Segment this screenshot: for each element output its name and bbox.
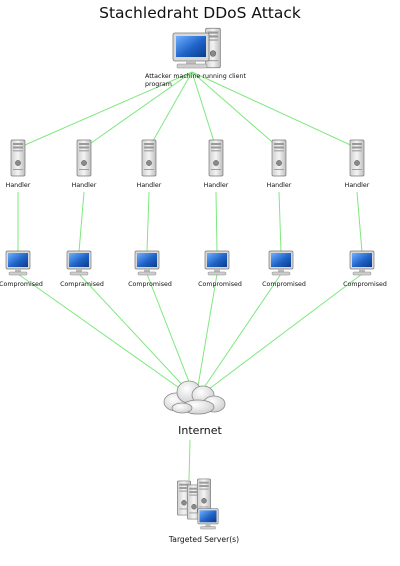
compromised-label: Compromised (198, 281, 242, 288)
link-compromised-internet-2 (78, 273, 190, 393)
link-handler-compromised-5 (278, 191, 282, 253)
handler-label: Handler (204, 182, 229, 189)
handler-label: Handler (345, 182, 370, 189)
compromised-monitor-icon (349, 250, 375, 276)
compromised-4: Compromised (198, 250, 242, 288)
targeted-servers-icon (176, 478, 219, 530)
compromised-label: Compromised (262, 281, 306, 288)
compromised-label: Compromised (0, 281, 43, 288)
link-handler-compromised-2 (78, 191, 85, 253)
attacker-label-line1: Attacker machine running client (145, 73, 247, 80)
link-compromised-internet-6 (204, 273, 363, 393)
compromised-3: Compromised (128, 250, 172, 288)
compromised-monitor-icon (5, 250, 31, 276)
compromised-6: Compromised (343, 250, 387, 288)
link-attacker-handler-2 (83, 71, 193, 149)
handler-server-icon (10, 139, 26, 177)
handler-5: Handler (267, 139, 292, 189)
link-compromised-internet-3 (146, 273, 194, 393)
handler-server-icon (76, 139, 92, 177)
link-attacker-handler-6 (191, 71, 358, 149)
handler-label: Handler (137, 182, 162, 189)
compromised-label: Compramised (60, 281, 104, 288)
handler-6: Handler (345, 139, 370, 189)
attacker-label-line2: program (145, 81, 172, 88)
target-label: Targeted Server(s) (168, 535, 239, 544)
handler-2: Handler (72, 139, 97, 189)
compromised-label: Compromised (128, 281, 172, 288)
attacker-monitor-icon (172, 32, 210, 69)
link-attacker-handler-4 (191, 71, 217, 149)
connection-lines (17, 71, 363, 481)
handler-label: Handler (6, 182, 31, 189)
compromised-label: Compromised (343, 281, 387, 288)
handler-server-icon (349, 139, 365, 177)
link-attacker-handler-5 (191, 71, 280, 149)
compromised-2: Compramised (60, 250, 104, 288)
diagram-title: Stachledraht DDoS Attack (99, 4, 301, 22)
link-handler-compromised-4 (215, 191, 218, 253)
handler-server-icon (141, 139, 157, 177)
compromised-monitor-icon (268, 250, 294, 276)
link-compromised-internet-1 (17, 273, 186, 393)
handler-label: Handler (72, 182, 97, 189)
compromised-monitor-icon (134, 250, 160, 276)
handler-label: Handler (267, 182, 292, 189)
handler-row: Handler Handler Handler Handler Handler Handl… (6, 139, 370, 189)
compromised-1: Compromised (0, 250, 43, 288)
compromised-row: Compromised Compramised Compromised Comprom… (0, 250, 387, 288)
link-compromised-internet-5 (200, 273, 282, 393)
handler-server-icon (271, 139, 287, 177)
compromised-monitor-icon (204, 250, 230, 276)
internet-cloud-icon (163, 380, 226, 415)
link-handler-compromised-6 (356, 191, 363, 253)
handler-server-icon (208, 139, 224, 177)
attacker-machine: Attacker machine running client program (145, 27, 247, 88)
internet-label: Internet (178, 424, 222, 437)
compromised-monitor-icon (66, 250, 92, 276)
compromised-5: Compromised (262, 250, 306, 288)
link-attacker-handler-1 (17, 71, 193, 149)
handler-3: Handler (137, 139, 162, 189)
link-handler-compromised-3 (146, 191, 150, 253)
link-compromised-internet-4 (196, 273, 218, 393)
link-attacker-handler-3 (148, 71, 193, 149)
link-internet-target (188, 439, 191, 481)
handler-4: Handler (204, 139, 229, 189)
handler-1: Handler (6, 139, 31, 189)
